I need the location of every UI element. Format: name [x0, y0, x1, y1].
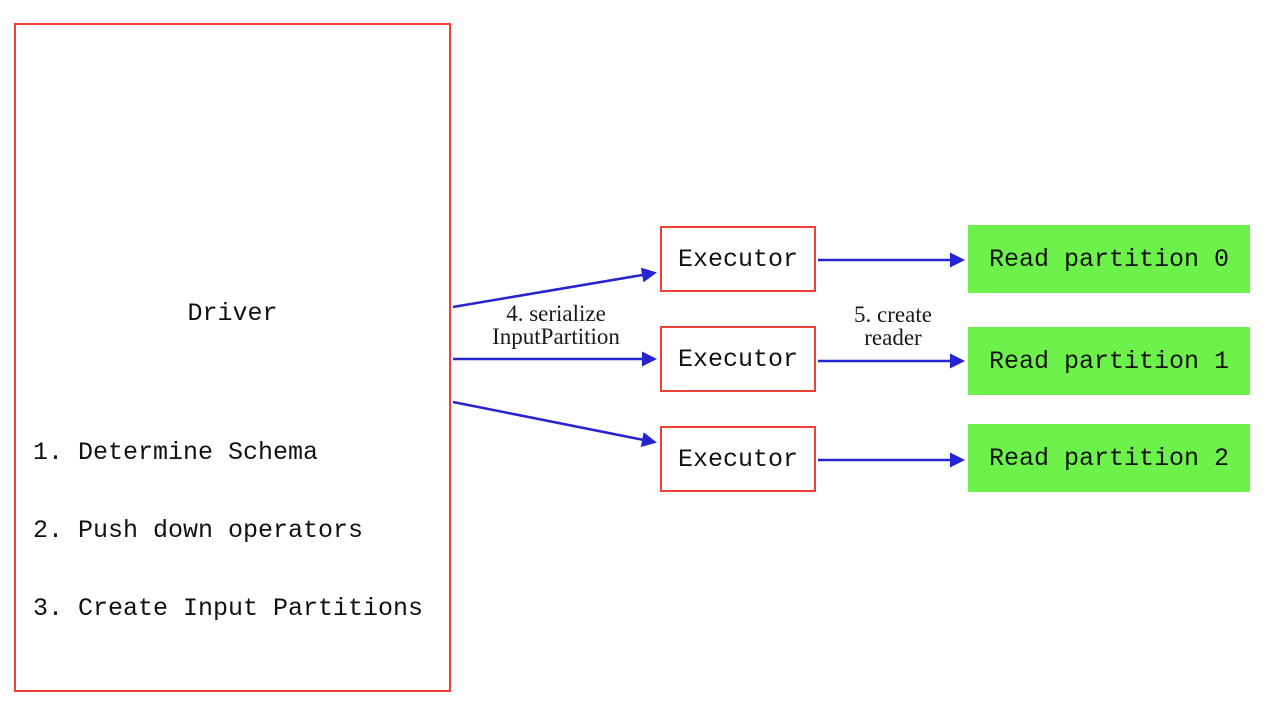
annotation-reader-line-1: 5. create	[854, 302, 932, 327]
driver-title: Driver	[187, 299, 278, 328]
executor-box-1: Executor	[660, 226, 816, 292]
read-partition-1-label: Read partition 1	[988, 346, 1230, 376]
annotation-serialize-line-1: 4. serialize	[506, 301, 606, 326]
executor-2-label: Executor	[677, 344, 799, 374]
read-partition-box-1: Read partition 1	[968, 327, 1250, 395]
annotation-create-reader: 5. create reader	[813, 303, 973, 349]
read-partition-box-0: Read partition 0	[968, 225, 1250, 293]
driver-step-2: 2. Push down operators	[33, 516, 364, 545]
annotation-reader-line-2: reader	[864, 325, 922, 350]
driver-step-1: 1. Determine Schema	[33, 438, 319, 467]
executor-box-2: Executor	[660, 326, 816, 392]
annotation-serialize-line-2: InputPartition	[492, 324, 620, 349]
read-partition-box-2: Read partition 2	[968, 424, 1250, 492]
driver-steps-list: 1. Determine Schema 2. Push down operato…	[33, 388, 423, 674]
driver-step-3: 3. Create Input Partitions	[33, 594, 424, 623]
executor-box-3: Executor	[660, 426, 816, 492]
annotation-serialize-input-partition: 4. serialize InputPartition	[436, 302, 676, 348]
arrow-driver-to-executor-3	[452, 400, 657, 448]
driver-box: Driver 1. Determine Schema 2. Push down …	[14, 23, 451, 692]
read-partition-2-label: Read partition 2	[988, 443, 1230, 473]
executor-3-label: Executor	[677, 444, 799, 474]
executor-1-label: Executor	[677, 244, 799, 274]
read-partition-0-label: Read partition 0	[988, 244, 1230, 274]
